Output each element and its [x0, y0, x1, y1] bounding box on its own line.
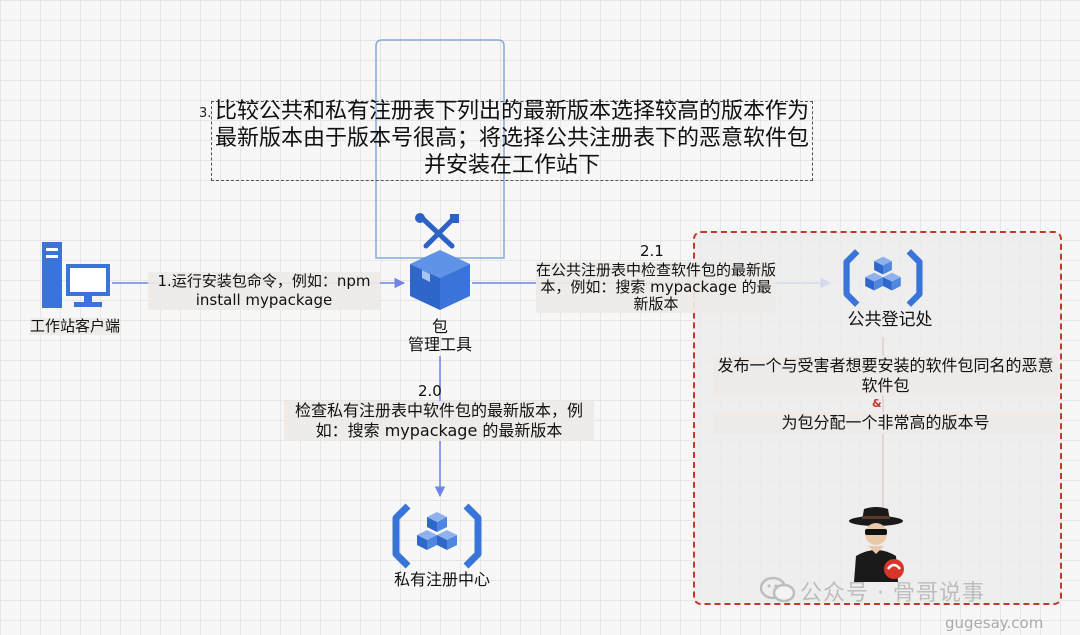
- public-registry-icon: [838, 246, 928, 310]
- wechat-icon: [760, 576, 796, 604]
- step2-1-label: 在公共注册表中检查软件包的最新版本，例如：搜索 mypackage 的最新版本: [536, 262, 776, 313]
- private-registry-icon: [392, 500, 482, 572]
- attacker-publish-note: 发布一个与受害者想要安装的软件包同名的恶意软件包: [713, 356, 1058, 396]
- step2-0-number: 2.0: [418, 382, 442, 400]
- step2-0-label: 检查私有注册表中软件包的最新版本，例如：搜索 mypackage 的最新版本: [284, 401, 594, 441]
- package-tool-icon: [408, 212, 472, 312]
- attacker-version-note: 为包分配一个非常高的版本号: [713, 412, 1058, 434]
- workstation-label: 工作站客户端: [30, 318, 120, 335]
- watermark-site: gugesay.com: [945, 614, 1043, 632]
- watermark-account: 公众号 · 骨哥说事: [800, 575, 985, 607]
- package-tool-label: 包 管理工具: [380, 318, 500, 355]
- workstation-icon: [40, 240, 112, 312]
- private-registry-label: 私有注册中心: [352, 571, 532, 589]
- attacker-icon: [846, 506, 912, 582]
- step1-label: 1.运行安装包命令，例如：npm install mypackage: [148, 272, 380, 310]
- step3-text: 比较公共和私有注册表下列出的最新版本选择较高的版本作为最新版本由于版本号很高；将…: [214, 98, 810, 179]
- step3-number: 3.: [199, 106, 211, 121]
- step2-1-number: 2.1: [640, 242, 664, 260]
- ampersand: &: [872, 397, 882, 410]
- public-registry-label: 公共登记处: [820, 311, 960, 331]
